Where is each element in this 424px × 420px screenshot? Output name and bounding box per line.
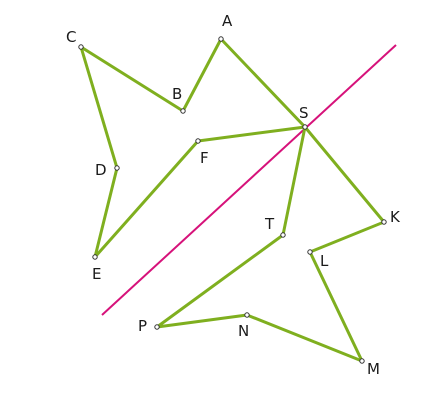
symmetry-axis-line xyxy=(101,44,397,316)
vertex-F xyxy=(195,138,201,144)
polygon-outline xyxy=(79,37,386,363)
vertex-markers xyxy=(78,36,387,364)
label-M: M xyxy=(367,360,380,378)
label-A: A xyxy=(222,12,233,30)
label-C: C xyxy=(66,28,76,46)
vertex-P xyxy=(154,324,160,330)
vertex-D xyxy=(114,165,120,171)
vertex-E xyxy=(92,254,98,260)
vertex-N xyxy=(244,312,250,318)
label-D: D xyxy=(95,161,107,179)
label-P: P xyxy=(138,317,147,335)
vertex-A xyxy=(218,36,224,42)
vertex-K xyxy=(381,219,387,225)
vertex-S xyxy=(302,124,308,130)
vertex-labels: A B C D E F S T K L M N P xyxy=(66,12,401,378)
vertex-L xyxy=(307,249,313,255)
label-E: E xyxy=(92,265,101,283)
label-N: N xyxy=(238,322,249,340)
label-L: L xyxy=(320,252,329,270)
vertex-M xyxy=(359,358,365,364)
label-T: T xyxy=(264,215,275,233)
label-F: F xyxy=(200,149,209,167)
vertex-T xyxy=(280,232,286,238)
label-S: S xyxy=(299,104,309,122)
vertex-B xyxy=(180,108,186,114)
label-K: K xyxy=(390,208,401,226)
label-B: B xyxy=(172,85,182,103)
vertex-C xyxy=(78,44,84,50)
